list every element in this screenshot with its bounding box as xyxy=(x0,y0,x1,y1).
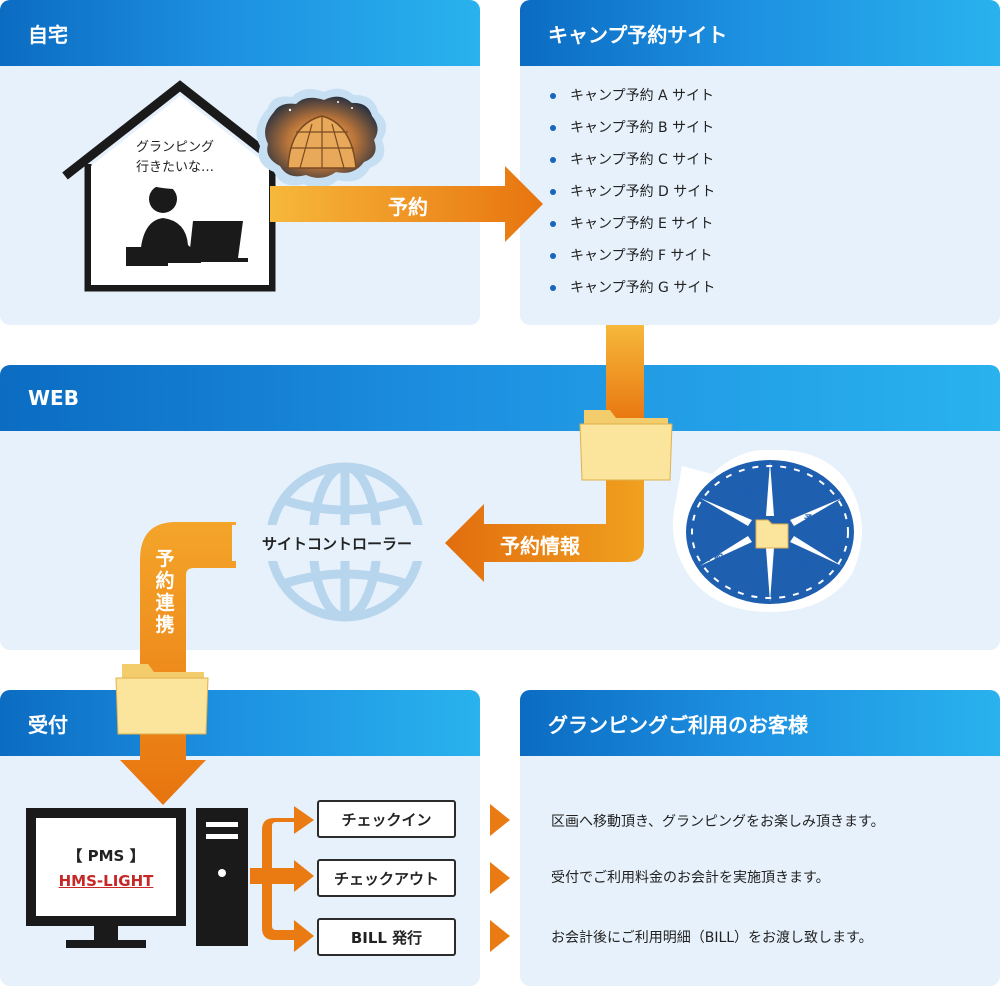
bullet-icon xyxy=(550,157,556,163)
bullet-icon xyxy=(550,125,556,131)
bullet-icon xyxy=(550,93,556,99)
folder-icon xyxy=(115,664,209,735)
list-item: キャンプ予約 A サイト xyxy=(548,86,715,118)
operations-branch-arrows xyxy=(250,806,314,952)
guest-panel-title: グランピングご利用のお客様 xyxy=(520,690,1000,756)
checkin-button[interactable]: チェックイン xyxy=(317,800,456,838)
list-item: キャンプ予約 B サイト xyxy=(548,118,715,150)
site-controller-label: サイトコントローラー xyxy=(232,525,442,561)
burst-label: 予約 xyxy=(790,559,808,571)
reservation-link-char: 連 xyxy=(155,592,175,614)
list-item: キャンプ予約 C サイト xyxy=(548,150,715,182)
reservation-link-char: 携 xyxy=(155,614,175,636)
burst-label: 予約 xyxy=(804,513,822,525)
bill-issue-button[interactable]: BILL 発行 xyxy=(317,918,456,956)
list-item: キャンプ予約 G サイト xyxy=(548,278,715,310)
burst-label: 予約 xyxy=(707,511,725,523)
reservation-link-char: 予 xyxy=(155,548,175,570)
reserve-arrow xyxy=(270,166,543,242)
burst-label: 予約 xyxy=(779,499,797,511)
reserve-arrow-label: 予約 xyxy=(388,195,428,219)
thought-line-2: 行きたいな… xyxy=(135,160,214,175)
camp-site-panel: キャンプ予約サイト xyxy=(520,0,1000,325)
burst-label: 予約 xyxy=(740,571,758,583)
burst-label: 予約 xyxy=(735,485,753,497)
reservation-info-label: 予約情報 xyxy=(500,534,580,558)
thought-line-1: グランピング xyxy=(135,140,214,155)
home-panel-title: 自宅 xyxy=(0,0,480,66)
folder-icon xyxy=(579,410,673,481)
camp-site-list: キャンプ予約 A サイト キャンプ予約 B サイト キャンプ予約 C サイト キ… xyxy=(548,86,715,310)
reservation-link-char: 約 xyxy=(155,570,175,592)
glamping-dome-image xyxy=(256,88,387,189)
list-item: キャンプ予約 E サイト xyxy=(548,214,715,246)
thought-bubble-icon xyxy=(119,125,241,204)
pms-screen: 【 PMS 】 HMS-LIGHT xyxy=(40,826,172,908)
pc-tower-icon xyxy=(196,808,248,946)
burst-label: 予約 xyxy=(705,551,723,563)
web-panel-title: WEB xyxy=(0,365,1000,431)
reception-panel-title: 受付 xyxy=(0,690,480,756)
guest-text-line-1: 区画へ移動頂き、グランピングをお楽しみ頂きます。 xyxy=(551,814,885,830)
reservation-link-text: 予約連携 xyxy=(151,548,179,636)
list-item: キャンプ予約 D サイト xyxy=(548,182,715,214)
guest-text-line-2: 受付でご利用料金のお会計を実施頂きます。 xyxy=(551,870,830,886)
burst-label: 予約 xyxy=(822,539,840,551)
bullet-icon xyxy=(550,221,556,227)
pms-title: 【 PMS 】 xyxy=(67,846,145,865)
bullet-icon xyxy=(550,285,556,291)
guest-panel: グランピングご利用のお客様 xyxy=(520,690,1000,986)
guest-pointer-arrows xyxy=(490,804,510,952)
checkout-button[interactable]: チェックアウト xyxy=(317,859,456,897)
bullet-icon xyxy=(550,253,556,259)
bullet-icon xyxy=(550,189,556,195)
camp-to-web-connector xyxy=(445,325,644,582)
list-item: キャンプ予約 F サイト xyxy=(548,246,715,278)
pms-name-link[interactable]: HMS-LIGHT xyxy=(58,871,154,890)
reservation-link-label: 予約連携 xyxy=(151,548,179,636)
person-at-laptop-icon xyxy=(126,185,248,266)
guest-text-line-3: お会計後にご利用明細（BILL）をお渡し致します。 xyxy=(551,930,873,946)
pc-monitor-icon xyxy=(26,808,186,948)
camp-site-panel-title: キャンプ予約サイト xyxy=(520,0,1000,66)
thought-text: グランピング 行きたいな… xyxy=(120,138,230,178)
reservation-burst-bubble: 予約 予約 予約 予約 予約 予約 予約 予約 xyxy=(672,449,862,612)
